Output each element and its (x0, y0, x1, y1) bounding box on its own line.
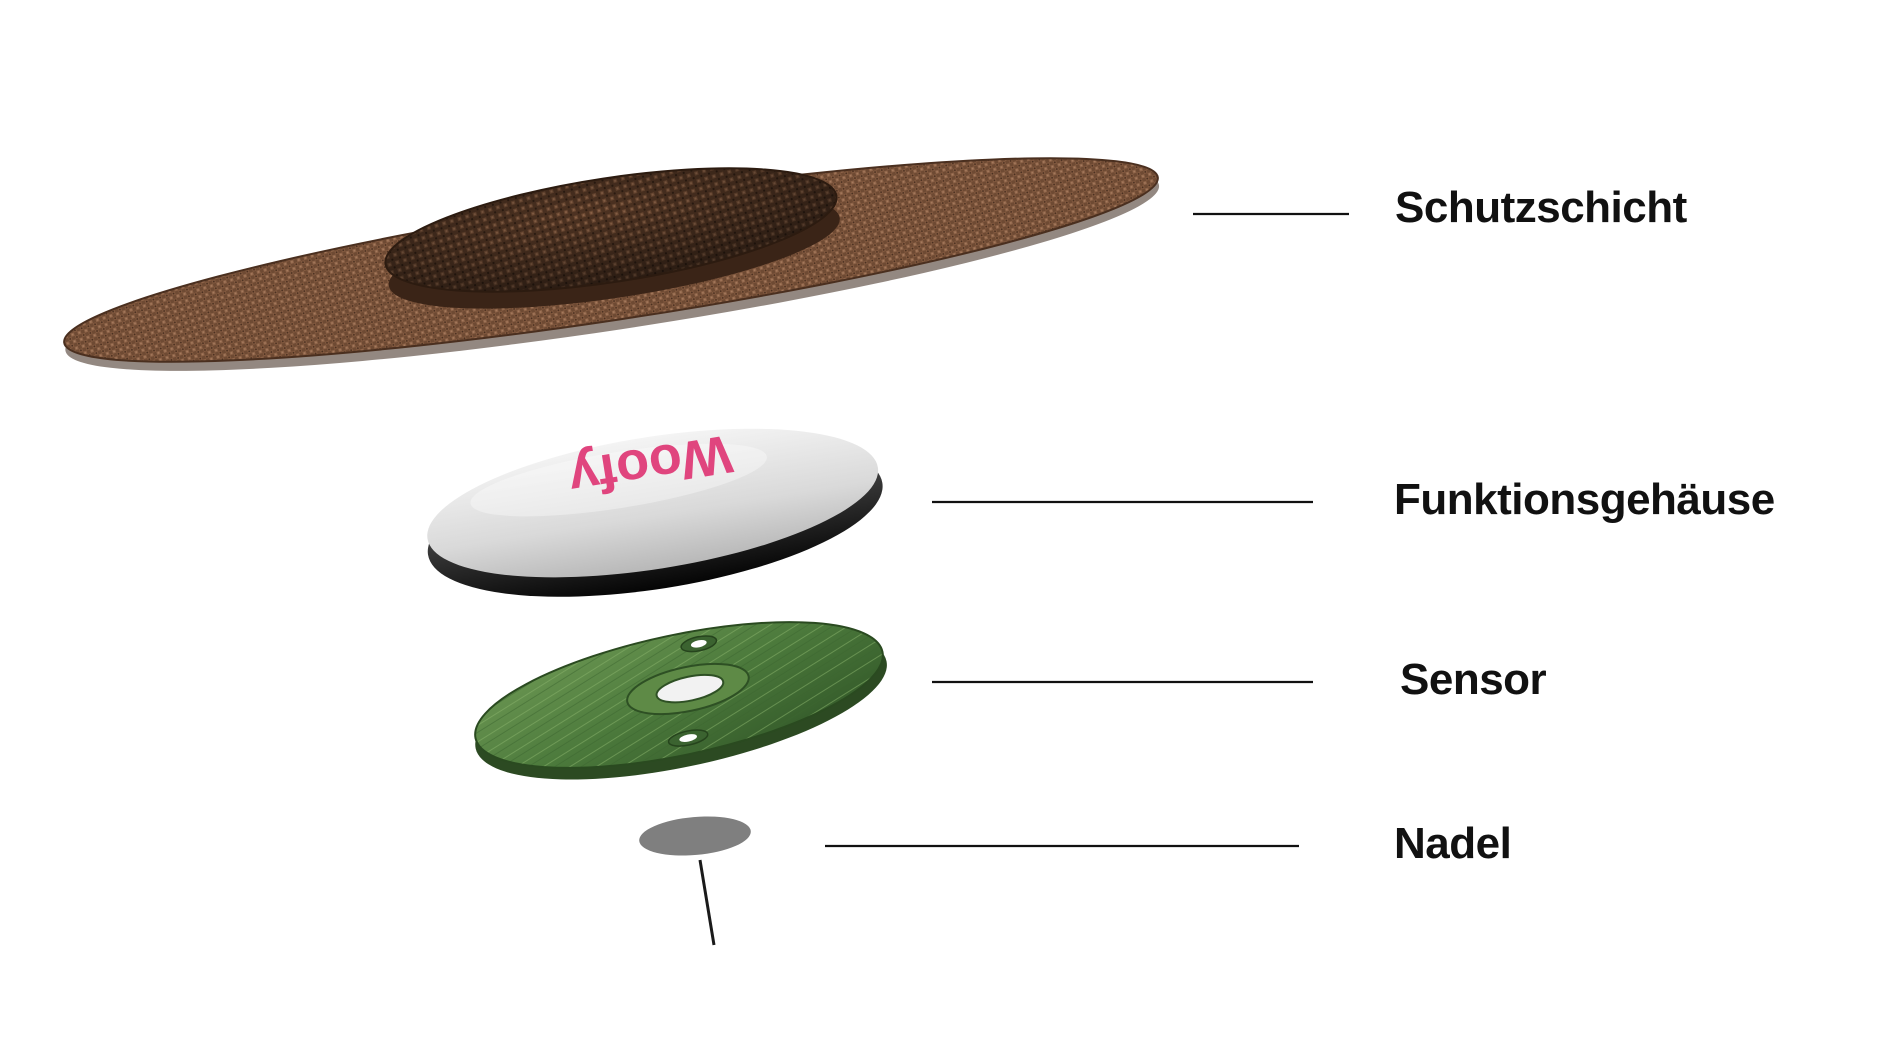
nadel-layer (639, 816, 751, 946)
schutzschicht-layer (63, 157, 1160, 371)
sensor-layer (474, 621, 887, 780)
label-nadel: Nadel (1394, 819, 1511, 868)
funktionsgehaeuse-layer: Woofy (427, 423, 883, 597)
label-schutzschicht: Schutzschicht (1395, 183, 1688, 232)
label-sensor: Sensor (1400, 655, 1547, 704)
label-funktionsgehaeuse: Funktionsgehäuse (1394, 475, 1775, 524)
